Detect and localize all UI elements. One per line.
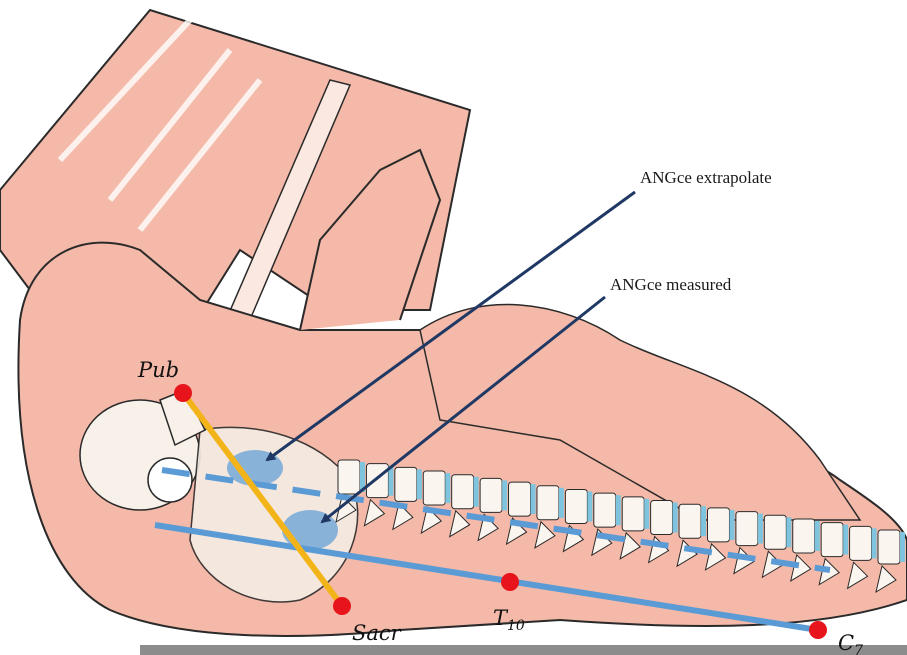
vertebra: [651, 501, 673, 535]
landmark-pub: [174, 384, 192, 402]
disc: [843, 525, 848, 555]
disc: [758, 514, 763, 544]
disc: [786, 517, 791, 547]
label-pub: Pub: [137, 358, 179, 382]
disc: [644, 499, 649, 529]
vertebra: [423, 471, 445, 505]
label-c7: C7: [838, 631, 863, 655]
landmark-t10: [501, 573, 519, 591]
disc: [417, 469, 422, 499]
vertebra: [537, 486, 559, 520]
disc: [502, 480, 507, 510]
vertebra: [878, 530, 900, 564]
label-sacr: Sacr: [352, 621, 403, 645]
vertebra: [622, 497, 644, 531]
label-t10-sub: 10: [507, 618, 525, 634]
disc: [701, 506, 706, 536]
landmark-c7: [809, 621, 827, 639]
vertebra: [764, 515, 786, 549]
landmark-sacr: [333, 597, 351, 615]
vertebra: [594, 493, 616, 527]
vertebra: [850, 526, 872, 560]
vertebra: [821, 523, 843, 557]
vertebra: [395, 467, 417, 501]
vertebra: [480, 478, 502, 512]
vertebra: [679, 504, 701, 538]
disc: [872, 528, 877, 558]
disc: [559, 488, 564, 518]
vertebra: [707, 508, 729, 542]
disc: [616, 495, 621, 525]
disc: [900, 532, 905, 562]
vertebra: [338, 460, 360, 494]
label-c7-sub: 7: [854, 643, 863, 655]
label-measured: ANGce measured: [610, 275, 732, 294]
vertebra: [793, 519, 815, 553]
vertebra: [366, 464, 388, 498]
disc: [474, 477, 479, 507]
disc: [445, 473, 450, 503]
disc: [673, 503, 678, 533]
disc: [729, 510, 734, 540]
disc: [587, 491, 592, 521]
vertebra: [452, 475, 474, 509]
vertebra: [509, 482, 531, 516]
vertebra: [736, 512, 758, 546]
label-extrapolate: ANGce extrapolate: [640, 168, 772, 187]
vertebra: [565, 489, 587, 523]
base-bar: [140, 645, 907, 655]
disc: [815, 521, 820, 551]
label-c7-base: C: [838, 631, 854, 655]
disc: [531, 484, 536, 514]
